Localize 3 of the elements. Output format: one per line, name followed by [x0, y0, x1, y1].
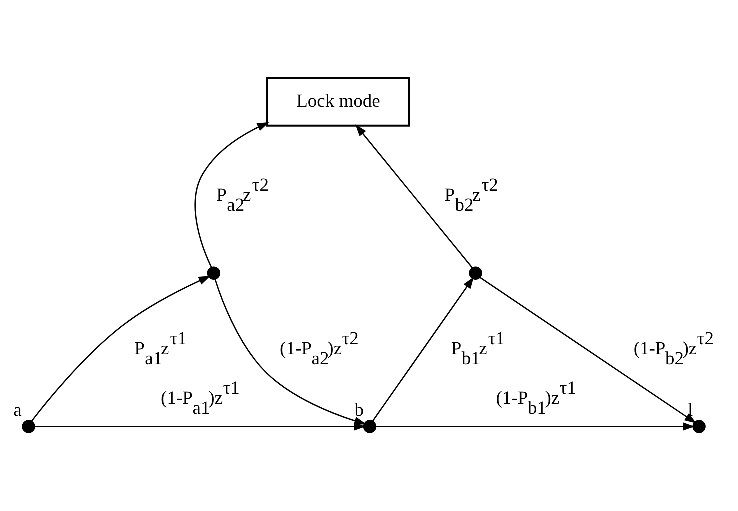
node-label: b	[354, 400, 364, 421]
node-label: l	[688, 400, 694, 421]
node-label: a	[14, 400, 22, 421]
